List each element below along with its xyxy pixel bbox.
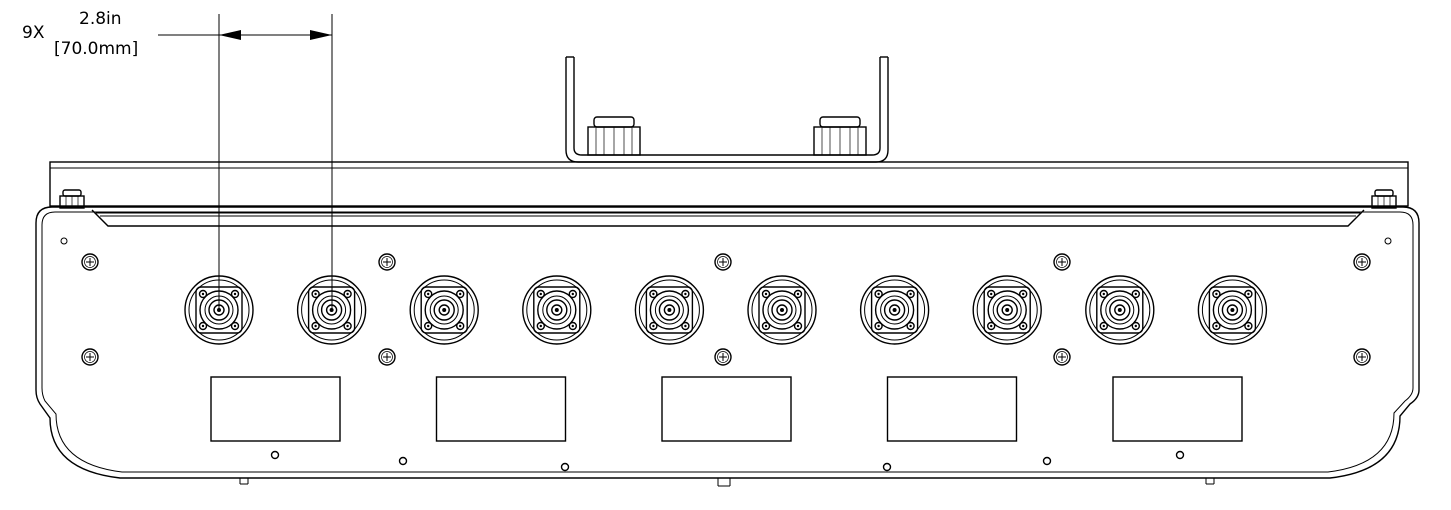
rf-connector (184, 275, 254, 345)
rf-connector (409, 275, 479, 345)
phillips-screw-icon (714, 253, 732, 271)
mounting-hole (1175, 450, 1185, 460)
phillips-screw-icon (1353, 348, 1371, 366)
phillips-screw-icon (714, 348, 732, 366)
bracket-bolt-right (813, 116, 867, 156)
mounting-hole (1042, 456, 1052, 466)
phillips-screw-icon (378, 253, 396, 271)
label-window (886, 376, 1018, 442)
bottom-holes (270, 450, 1185, 472)
dimension-multiplier: 9X (22, 23, 45, 43)
dimension-value-metric: [70.0mm] (54, 39, 138, 59)
rf-connector (972, 275, 1042, 345)
mounting-hole (270, 450, 280, 460)
corner-bolt-left (59, 189, 85, 209)
phillips-screw-icon (1053, 348, 1071, 366)
phillips-screw-icon (81, 253, 99, 271)
phillips-screw-icon (81, 348, 99, 366)
dimension-arrow-left (219, 30, 241, 40)
rf-connector (1085, 275, 1155, 345)
rf-connector (747, 275, 817, 345)
label-window (661, 376, 792, 442)
mounting-hole (882, 462, 892, 472)
rf-connector (859, 275, 930, 345)
rf-connector (634, 275, 705, 345)
label-windows (210, 376, 1243, 442)
corner-bolt-right (1371, 189, 1397, 209)
label-window (1112, 376, 1243, 442)
mounting-hole (398, 456, 408, 466)
rf-connectors (184, 275, 1268, 345)
phillips-screw-icon (1353, 253, 1371, 271)
phillips-screw-icon (378, 348, 396, 366)
label-window (435, 376, 567, 442)
bracket-bolt-left (587, 116, 641, 156)
mounting-hole (560, 462, 570, 472)
mounting-screws (81, 253, 1371, 366)
rf-connector (1197, 275, 1268, 345)
dimension-arrow-right (310, 30, 332, 40)
dimension-annotation: 9X 2.8in [70.0mm] (22, 9, 333, 310)
label-window (210, 376, 341, 442)
phillips-screw-icon (1053, 253, 1071, 271)
top-plate (49, 161, 1409, 207)
rf-connector (296, 275, 367, 345)
housing-body (35, 206, 1420, 487)
rf-connector (522, 275, 592, 345)
dimension-value-imperial: 2.8in (79, 9, 122, 29)
